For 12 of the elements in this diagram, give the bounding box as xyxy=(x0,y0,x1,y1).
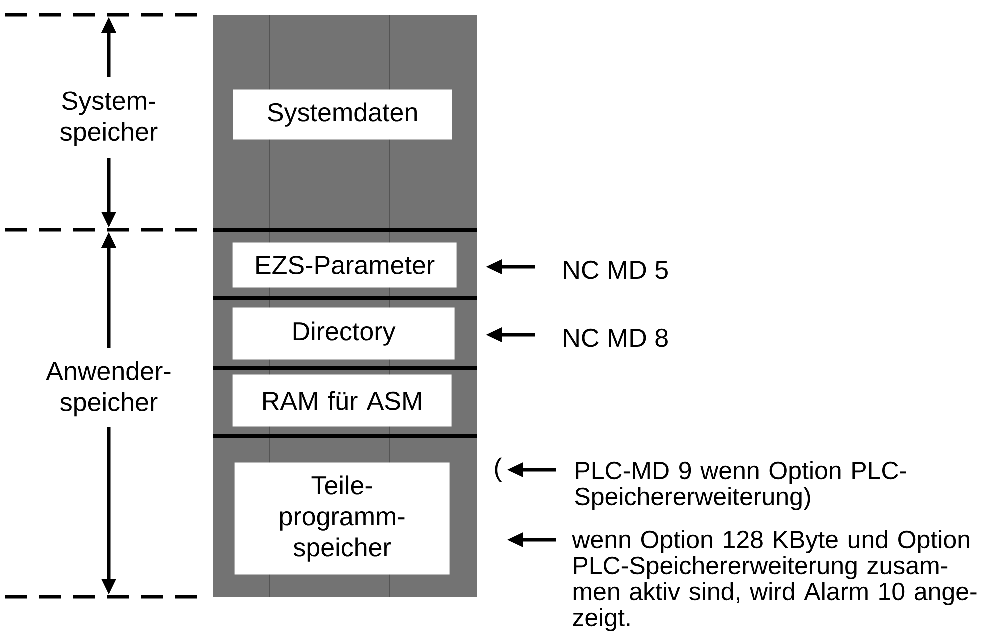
memory-block: EZS-Parameter xyxy=(232,242,457,288)
memory-block: RAM für ASM xyxy=(232,374,452,427)
dimension-label: System- speicher xyxy=(60,92,158,146)
memory-block: Systemdaten xyxy=(233,90,452,140)
dimension-label: Anwender- speicher xyxy=(46,361,171,417)
note-text: PLC-MD 9 wenn Option PLC- Speichererweiterung) xyxy=(575,461,906,511)
note-text: NC MD 8 xyxy=(564,328,668,348)
memory-block: Teile- programm- speicher xyxy=(234,462,450,575)
note-text: wenn Option 128 KByte und Option PLC-Speichererweiterung zusam- men aktiv sind, wird Alarm 10 ange- zeigt. xyxy=(572,530,977,632)
memory-block: Directory xyxy=(232,308,455,360)
bracket-text: ( xyxy=(495,458,502,482)
note-text: NC MD 5 xyxy=(564,260,668,280)
